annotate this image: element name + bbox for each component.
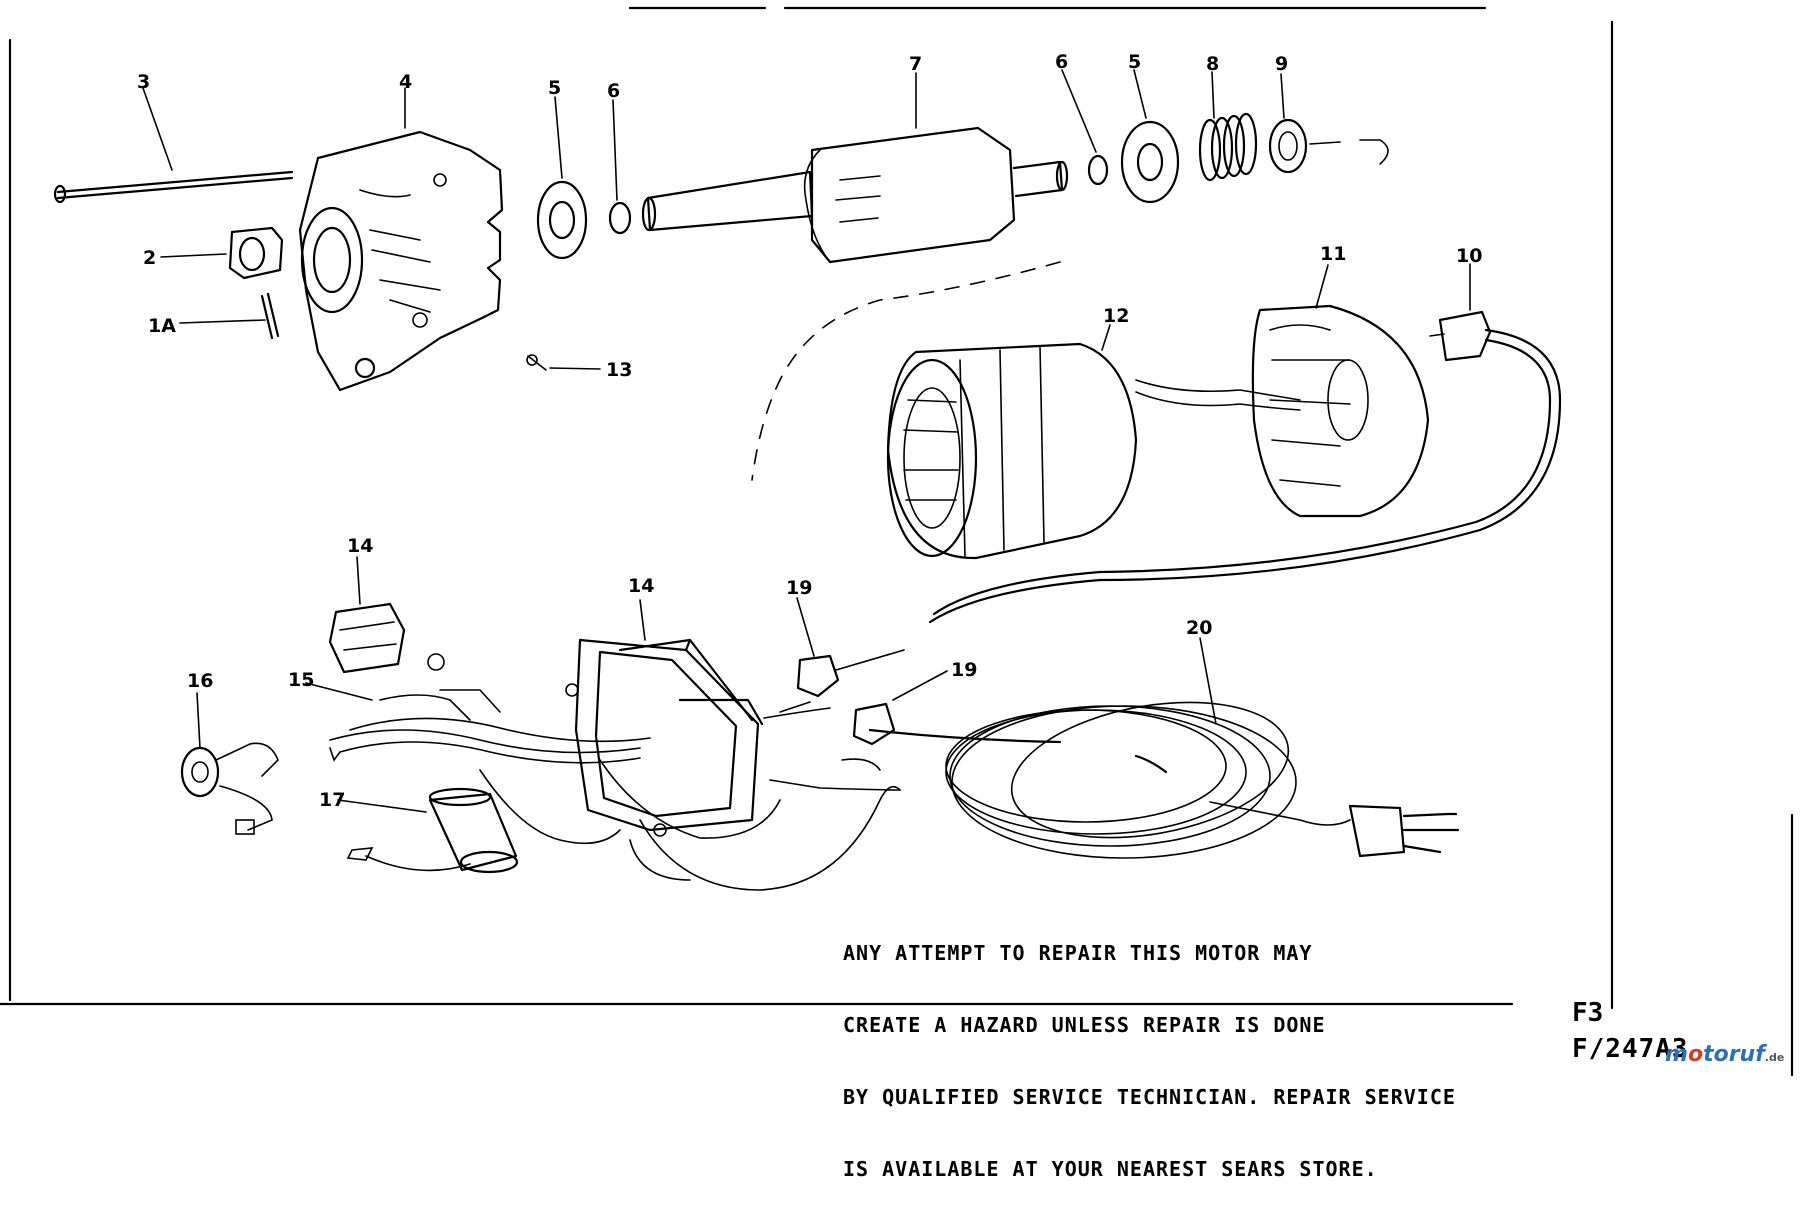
callout-14-top: 14 <box>347 535 373 557</box>
callout-6-right: 6 <box>1055 51 1068 73</box>
callout-20: 20 <box>1186 617 1212 639</box>
callout-19-upper: 19 <box>786 577 812 599</box>
bushing-lower <box>841 702 896 771</box>
callout-4: 4 <box>399 71 412 93</box>
callout-5-right: 5 <box>1128 51 1141 73</box>
callout-14-box: 14 <box>628 575 654 597</box>
bearing-left <box>536 180 588 260</box>
callout-5-left: 5 <box>548 77 561 99</box>
watermark-tld: .de <box>1764 1051 1785 1064</box>
page-frame <box>0 6 1794 1077</box>
drawing-number: F/247A3 <box>1572 1034 1689 1064</box>
wiring-harness <box>329 689 901 891</box>
spring <box>1198 112 1258 182</box>
watermark-part-2: o <box>1687 1042 1704 1067</box>
callout-2: 2 <box>143 247 156 269</box>
repair-warning: ANY ATTEMPT TO REPAIR THIS MOTOR MAY CRE… <box>843 893 1603 1205</box>
washer-left <box>608 201 632 235</box>
watermark-logo: motoruf.de <box>1665 1042 1784 1067</box>
callout-12: 12 <box>1103 305 1129 327</box>
callout-7: 7 <box>909 53 922 75</box>
warning-line-1: ANY ATTEMPT TO REPAIR THIS MOTOR MAY <box>843 941 1313 965</box>
bushing-upper <box>779 649 905 713</box>
callout-17: 17 <box>319 789 345 811</box>
washer-right <box>1087 154 1109 186</box>
callout-16: 16 <box>187 670 213 692</box>
figure-code: F3 <box>1572 998 1604 1028</box>
callout-10: 10 <box>1456 245 1482 267</box>
terminal-box <box>565 638 764 837</box>
watermark-part-1: m <box>1665 1042 1688 1067</box>
warning-line-4: IS AVAILABLE AT YOUR NEAREST SEARS STORE… <box>843 1157 1378 1181</box>
callout-3: 3 <box>137 71 150 93</box>
end-plate <box>1251 304 1430 518</box>
callout-numbers: 1A 2 3 4 5 6 7 6 5 8 9 10 11 12 13 14 14… <box>137 51 1482 811</box>
callout-19-lower: 19 <box>951 659 977 681</box>
sleeve-nut <box>228 226 284 280</box>
capacitor <box>428 787 519 874</box>
retaining-ring <box>1268 118 1389 174</box>
through-bolt <box>53 170 294 204</box>
callout-1a: 1A <box>148 315 176 337</box>
watermark-part-3: toruf <box>1703 1042 1765 1067</box>
screw <box>260 292 280 340</box>
exploded-parts-diagram: 1A 2 3 4 5 6 7 6 5 8 9 10 11 12 13 14 14… <box>0 6 1794 1077</box>
end-bell-housing <box>298 130 504 392</box>
callout-6-left: 6 <box>607 80 620 102</box>
power-cord <box>868 701 1460 859</box>
callout-13: 13 <box>606 359 632 381</box>
housing-screw <box>526 354 547 371</box>
callout-8: 8 <box>1206 53 1219 75</box>
rotor-armature <box>641 126 1069 264</box>
warning-line-3: BY QUALIFIED SERVICE TECHNICIAN. REPAIR … <box>843 1085 1456 1109</box>
callout-11: 11 <box>1320 243 1346 265</box>
bearing-right <box>1120 120 1180 204</box>
stator <box>886 342 1138 560</box>
callout-15: 15 <box>288 669 314 691</box>
leader-lines <box>142 69 1471 813</box>
callout-9: 9 <box>1275 53 1288 75</box>
switch <box>328 602 445 674</box>
strain-relief-cord <box>928 310 1562 624</box>
capacitor-clip <box>180 742 279 835</box>
warning-line-2: CREATE A HAZARD UNLESS REPAIR IS DONE <box>843 1013 1326 1037</box>
